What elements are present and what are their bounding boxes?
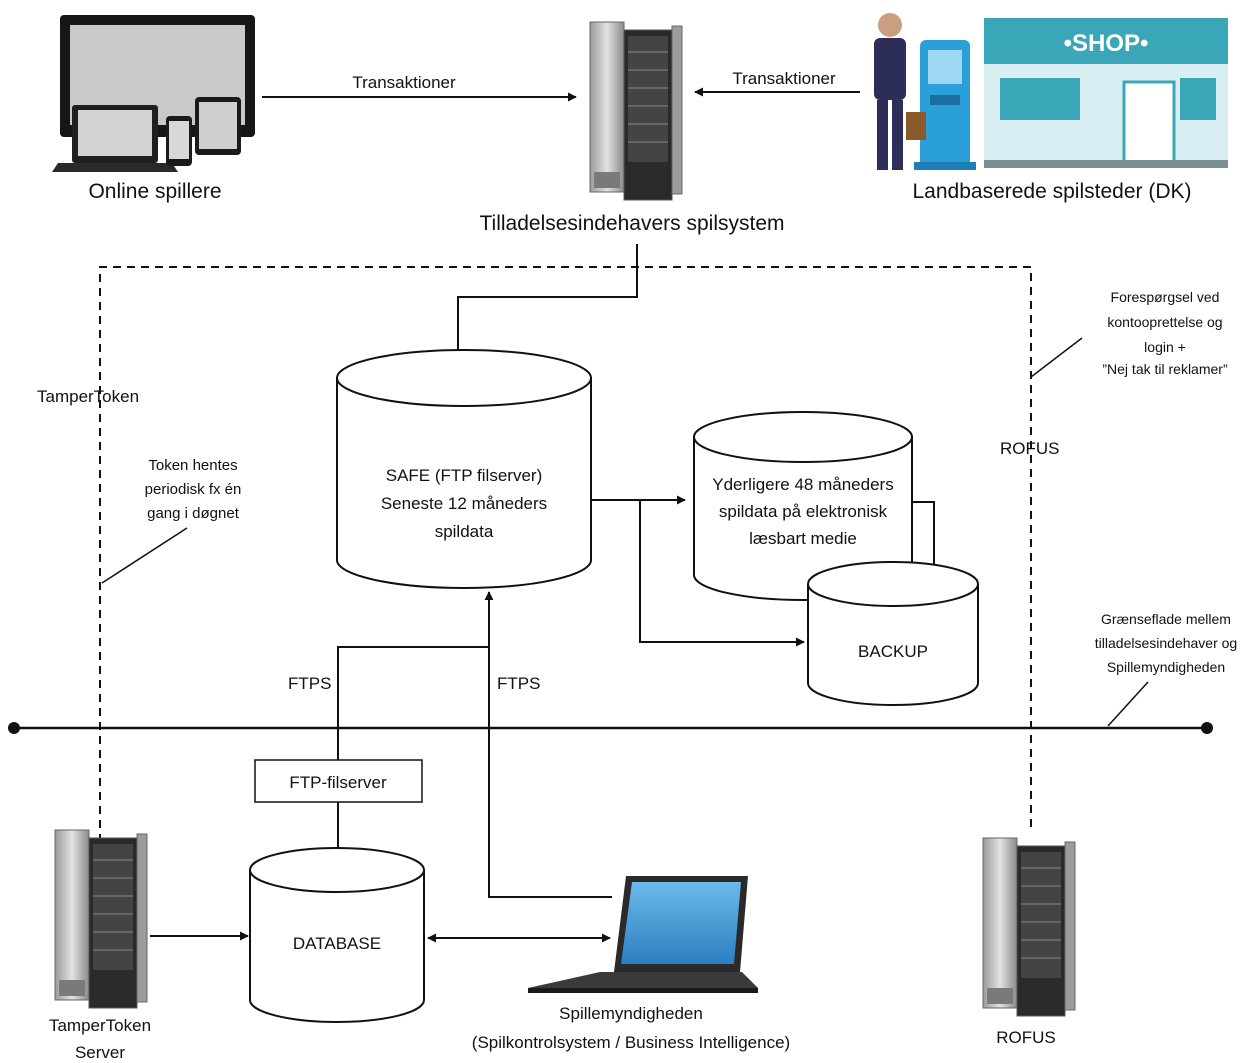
transactions-left-label: Transaktioner (352, 73, 456, 92)
token-note-line2: periodisk fx én (145, 481, 242, 498)
boundary-note-line1: Grænseflade mellem (1101, 611, 1231, 627)
boundary-right-endpoint (1201, 722, 1213, 734)
authority-laptop-icon (528, 876, 758, 993)
rofus-server-icon (982, 837, 1076, 1017)
safe-label-line3: spildata (435, 522, 494, 541)
rofus-edge-label: ROFUS (1000, 439, 1060, 458)
boundary-note-line2: tilladelsesindehaver og (1095, 635, 1237, 651)
tampertoken-server-label-line1: TamperToken (49, 1016, 151, 1035)
ftps-right-arrow (484, 591, 612, 898)
ftp-fileserver-label: FTP-filserver (289, 773, 387, 792)
ftp-fileserver-box (254, 759, 423, 803)
land-based-label: Landbaserede spilsteder (DK) (913, 180, 1192, 203)
licensee-boundary-dashed (99, 266, 1032, 842)
rofus-note-line4: ”Nej tak til reklamer” (1102, 361, 1228, 377)
ftps-left-label: FTPS (288, 674, 331, 693)
backup-cylinder (807, 561, 979, 706)
safe-label-line1: SAFE (FTP filserver) (386, 466, 542, 485)
shop-icon (984, 18, 1228, 168)
boundary-note-line3: Spillemyndigheden (1107, 659, 1225, 675)
ftps-right-label: FTPS (497, 674, 540, 693)
safe-to-backup-arrow (639, 500, 805, 647)
archive-to-backup-arrow (912, 501, 939, 583)
rofus-note-line1: Forespørgsel ved (1111, 289, 1220, 305)
archive-label-line1: Yderligere 48 måneders (712, 475, 893, 494)
online-devices-icon (52, 15, 255, 172)
archive-storage-cylinder (693, 411, 913, 601)
ftps-left-connector (337, 646, 489, 760)
token-note-leader (101, 527, 188, 584)
database-label: DATABASE (293, 934, 381, 953)
token-note-line3: gang i døgnet (147, 505, 240, 522)
transactions-right-label: Transaktioner (732, 69, 836, 88)
kiosk-person-icon (874, 13, 976, 170)
licensee-server-icon (589, 21, 683, 201)
authority-label-line2: (Spilkontrolsystem / Business Intelligen… (472, 1033, 790, 1052)
tampertoken-edge-label: TamperToken (37, 387, 139, 406)
rofus-note-leader (1030, 337, 1083, 378)
archive-label-line3: læsbart medie (749, 529, 857, 548)
database-cylinder (249, 847, 425, 1023)
licensee-system-label: Tilladelsesindehavers spilsystem (479, 212, 784, 235)
system-to-safe-arrow (453, 244, 638, 379)
shop-sign: •SHOP• (1064, 30, 1149, 57)
safe-label-line2: Seneste 12 måneders (381, 494, 547, 513)
boundary-left-endpoint (8, 722, 20, 734)
backup-label: BACKUP (858, 642, 928, 661)
rofus-server-label: ROFUS (996, 1028, 1056, 1047)
boundary-note-leader (1107, 681, 1149, 727)
archive-label-line2: spildata på elektronisk (719, 502, 888, 521)
online-players-label: Online spillere (88, 180, 221, 203)
rofus-note-line3: login + (1144, 339, 1186, 355)
token-note-line1: Token hentes (148, 457, 237, 474)
tampertoken-server-icon (54, 829, 148, 1009)
authority-label-line1: Spillemyndigheden (559, 1004, 703, 1023)
tampertoken-server-label-line2: Server (75, 1043, 125, 1062)
rofus-note-line2: kontooprettelse og (1107, 314, 1222, 330)
safe-storage-cylinder (336, 349, 592, 589)
